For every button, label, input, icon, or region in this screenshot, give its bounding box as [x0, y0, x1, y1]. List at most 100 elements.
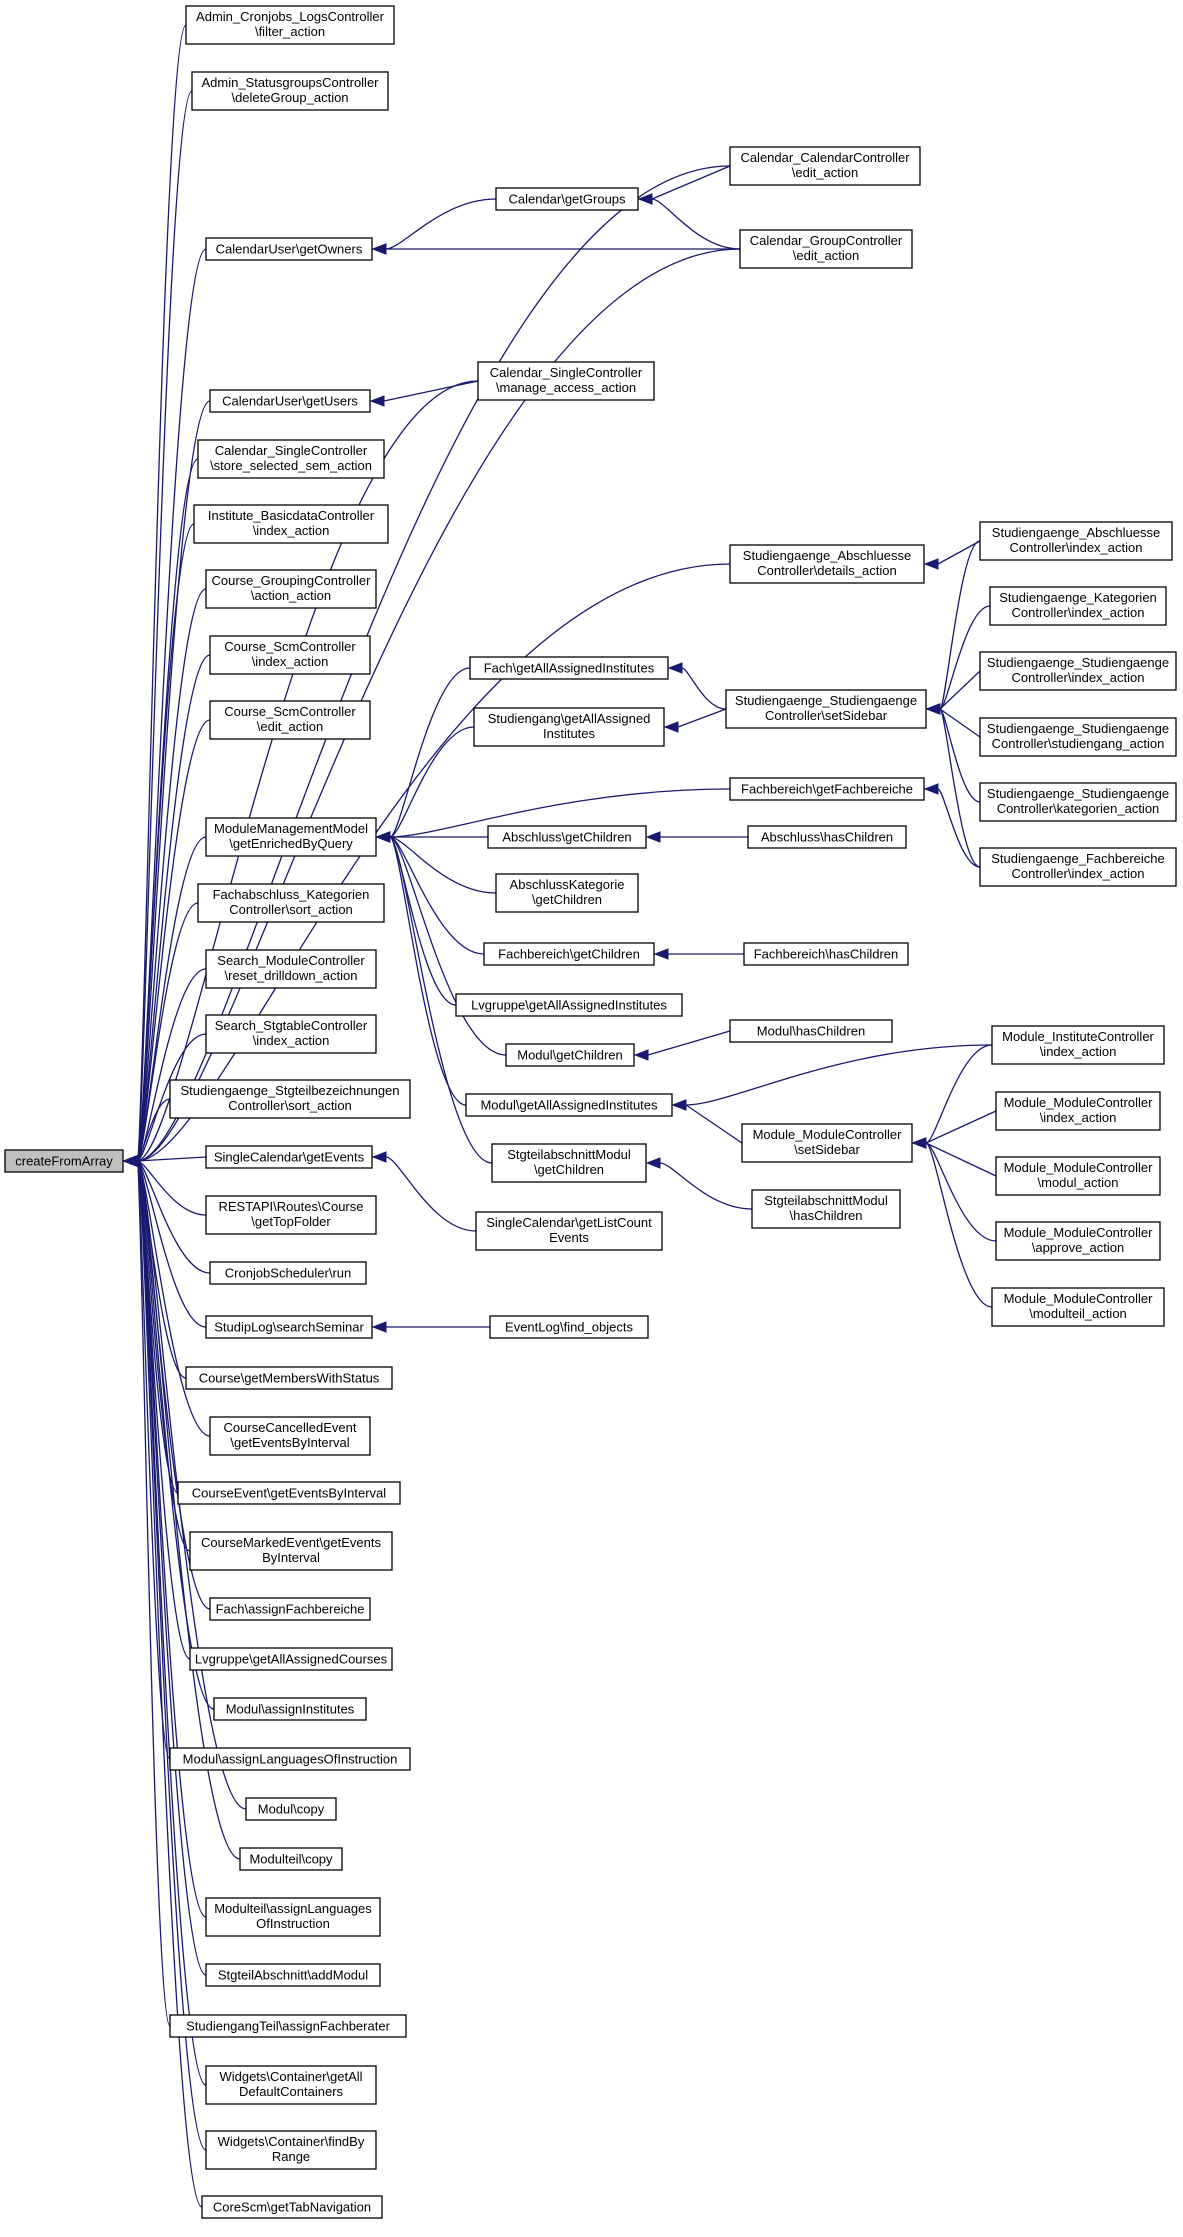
- node-r8[interactable]: Modul\hasChildren: [729, 1019, 893, 1043]
- root-node[interactable]: createFromArray: [4, 1149, 124, 1173]
- node-label: Controller\sort_action: [229, 902, 353, 917]
- node-m13[interactable]: EventLog\find_objects: [489, 1315, 649, 1339]
- node-n25[interactable]: Modul\assignInstitutes: [213, 1697, 367, 1721]
- node-r6[interactable]: Abschluss\hasChildren: [747, 825, 907, 849]
- node-n17[interactable]: CronjobScheduler\run: [209, 1261, 367, 1285]
- node-n19[interactable]: Course\getMembersWithStatus: [185, 1366, 393, 1390]
- node-n15[interactable]: SingleCalendar\getEvents: [205, 1145, 373, 1169]
- edge-line: [389, 836, 467, 1106]
- node-n14[interactable]: Studiengaenge_StgteilbezeichnungenContro…: [169, 1079, 411, 1119]
- node-r10[interactable]: StgteilabschnittModul\hasChildren: [751, 1189, 901, 1229]
- node-box: [725, 689, 927, 729]
- node-box: [739, 229, 913, 269]
- edge-line: [389, 667, 471, 838]
- node-f9[interactable]: Module_ModuleController\modul_action: [995, 1156, 1161, 1196]
- node-label: Studiengaenge_Stgteilbezeichnungen: [180, 1083, 399, 1098]
- node-n7[interactable]: Course_GroupingController\action_action: [205, 569, 377, 609]
- node-f3[interactable]: Studiengaenge_StudiengaengeController\in…: [979, 651, 1177, 691]
- node-box: [205, 2065, 377, 2105]
- node-r1[interactable]: Calendar_CalendarController\edit_action: [729, 146, 921, 186]
- node-n20[interactable]: CourseCancelledEvent\getEventsByInterval: [209, 1416, 371, 1456]
- node-f8[interactable]: Module_ModuleController\index_action: [995, 1091, 1161, 1131]
- node-m4[interactable]: Studiengang\getAllAssignedInstitutes: [473, 707, 665, 747]
- node-m9[interactable]: Modul\getChildren: [505, 1043, 635, 1067]
- node-f11[interactable]: Module_ModuleController\modulteil_action: [991, 1287, 1165, 1327]
- node-n31[interactable]: StudiengangTeil\assignFachberater: [169, 2014, 407, 2038]
- node-box: [4, 1149, 124, 1173]
- node-f2[interactable]: Studiengaenge_KategorienController\index…: [989, 586, 1167, 626]
- node-f1[interactable]: Studiengaenge_AbschluesseController\inde…: [979, 521, 1173, 561]
- node-r4[interactable]: Studiengaenge_StudiengaengeController\se…: [725, 689, 927, 729]
- node-n22[interactable]: CourseMarkedEvent\getEventsByInterval: [189, 1531, 393, 1571]
- node-n11[interactable]: Fachabschluss_KategorienController\sort_…: [197, 883, 385, 923]
- node-label: Fachbereich\getChildren: [498, 947, 640, 962]
- node-n13[interactable]: Search_StgtableController\index_action: [205, 1014, 377, 1054]
- node-n23[interactable]: Fach\assignFachbereiche: [209, 1597, 371, 1621]
- node-box: [169, 1747, 411, 1771]
- node-r9[interactable]: Module_ModuleController\setSidebar: [741, 1123, 913, 1163]
- edge-line: [389, 726, 475, 838]
- edge-m13-to-n18: [371, 1321, 490, 1333]
- node-n21[interactable]: CourseEvent\getEventsByInterval: [177, 1481, 401, 1505]
- node-f6[interactable]: Studiengaenge_FachbereicheController\ind…: [979, 847, 1177, 887]
- node-label: Modul\getAllAssignedInstitutes: [480, 1098, 658, 1113]
- node-label: StudiengangTeil\assignFachberater: [186, 2019, 390, 2034]
- node-m11[interactable]: StgteilabschnittModul\getChildren: [491, 1143, 647, 1183]
- node-n28[interactable]: Modulteil\copy: [239, 1847, 343, 1871]
- node-m2[interactable]: Calendar_SingleController\manage_access_…: [477, 361, 655, 401]
- node-box: [209, 700, 371, 740]
- node-label: StudipLog\searchSeminar: [214, 1320, 364, 1335]
- edge-line: [651, 165, 731, 200]
- node-m7[interactable]: Fachbereich\getChildren: [483, 942, 655, 966]
- node-n12[interactable]: Search_ModuleController\reset_drilldown_…: [205, 949, 377, 989]
- node-box: [465, 1093, 673, 1117]
- node-r3[interactable]: Studiengaenge_AbschluesseController\deta…: [729, 544, 925, 584]
- node-label: \index_action: [1040, 1110, 1117, 1125]
- node-n6[interactable]: Institute_BasicdataController\index_acti…: [193, 504, 389, 544]
- node-n1[interactable]: Admin_Cronjobs_LogsController\filter_act…: [185, 5, 395, 45]
- node-m5[interactable]: Abschluss\getChildren: [487, 825, 647, 849]
- node-n9[interactable]: Course_ScmController\edit_action: [209, 700, 371, 740]
- node-n4[interactable]: CalendarUser\getUsers: [209, 389, 371, 413]
- node-label: \deleteGroup_action: [231, 90, 348, 105]
- node-r7[interactable]: Fachbereich\hasChildren: [743, 942, 909, 966]
- node-n5[interactable]: Calendar_SingleController\store_selected…: [197, 439, 385, 479]
- node-box: [991, 1025, 1165, 1065]
- node-label: \action_action: [251, 588, 331, 603]
- node-m8[interactable]: Lvgruppe\getAllAssignedInstitutes: [455, 993, 683, 1017]
- node-n24[interactable]: Lvgruppe\getAllAssignedCourses: [189, 1647, 393, 1671]
- node-box: [995, 1156, 1161, 1196]
- node-box: [495, 873, 639, 913]
- edge-f7-to-r9: [911, 1044, 993, 1149]
- node-f5[interactable]: Studiengaenge_StudiengaengeController\ka…: [979, 782, 1177, 822]
- node-n18[interactable]: StudipLog\searchSeminar: [205, 1315, 373, 1339]
- node-n34[interactable]: CoreScm\getTabNavigation: [201, 2195, 383, 2219]
- node-f7[interactable]: Module_InstituteController\index_action: [991, 1025, 1165, 1065]
- node-n30[interactable]: StgteilAbschnitt\addModul: [205, 1963, 381, 1987]
- node-n27[interactable]: Modul\copy: [245, 1797, 337, 1821]
- node-r2[interactable]: Calendar_GroupController\edit_action: [739, 229, 913, 269]
- node-n8[interactable]: Course_ScmController\index_action: [209, 635, 371, 675]
- node-n16[interactable]: RESTAPI\Routes\Course\getTopFolder: [205, 1195, 377, 1235]
- node-label: \index_action: [1040, 1044, 1117, 1059]
- node-n29[interactable]: Modulteil\assignLanguagesOfInstruction: [205, 1897, 381, 1937]
- node-m1[interactable]: Calendar\getGroups: [495, 187, 639, 211]
- node-box: [205, 2130, 377, 2170]
- node-label: Institutes: [543, 726, 596, 741]
- node-label: Module_InstituteController: [1002, 1029, 1154, 1044]
- node-f4[interactable]: Studiengaenge_StudiengaengeController\st…: [979, 717, 1177, 757]
- node-label: \getEnrichedByQuery: [229, 836, 353, 851]
- node-m3[interactable]: Fach\getAllAssignedInstitutes: [469, 656, 669, 680]
- node-f10[interactable]: Module_ModuleController\approve_action: [995, 1221, 1161, 1261]
- node-m6[interactable]: AbschlussKategorie\getChildren: [495, 873, 639, 913]
- node-box: [209, 1416, 371, 1456]
- node-n3[interactable]: CalendarUser\getOwners: [205, 237, 373, 261]
- node-n32[interactable]: Widgets\Container\getAllDefaultContainer…: [205, 2065, 377, 2105]
- node-n2[interactable]: Admin_StatusgroupsController\deleteGroup…: [191, 71, 389, 111]
- node-n26[interactable]: Modul\assignLanguagesOfInstruction: [169, 1747, 411, 1771]
- node-r5[interactable]: Fachbereich\getFachbereiche: [729, 777, 925, 801]
- node-m10[interactable]: Modul\getAllAssignedInstitutes: [465, 1093, 673, 1117]
- node-n10[interactable]: ModuleManagementModel\getEnrichedByQuery: [205, 817, 377, 857]
